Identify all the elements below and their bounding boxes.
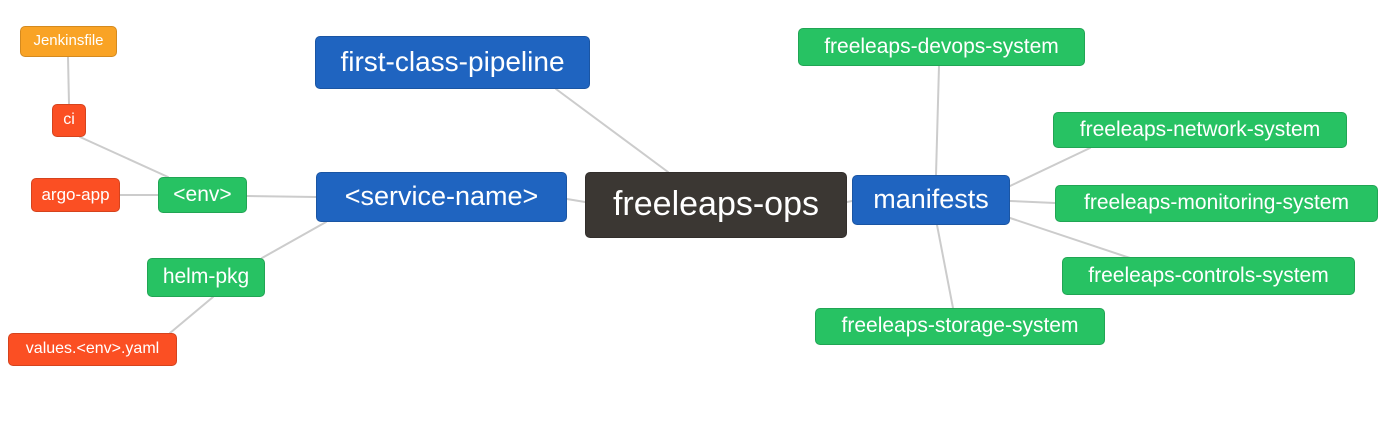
node-freeleaps-monitoring-system-label: freeleaps-monitoring-system bbox=[1084, 191, 1349, 214]
node-freeleaps-ops[interactable]: freeleaps-ops bbox=[585, 172, 847, 238]
node-service-name-label: <service-name> bbox=[344, 180, 539, 211]
edge-freeleaps-ops-to-manifests bbox=[846, 200, 853, 203]
node-helm-pkg-label: helm-pkg bbox=[162, 265, 250, 288]
node-service-name[interactable]: <service-name> bbox=[316, 172, 567, 222]
node-argo-app-label: argo-app bbox=[41, 184, 110, 204]
node-freeleaps-storage-system-label: freeleaps-storage-system bbox=[841, 314, 1079, 337]
node-freeleaps-devops-system-label: freeleaps-devops-system bbox=[824, 34, 1059, 58]
edge-ci-to-env bbox=[79, 136, 169, 178]
node-freeleaps-devops-system[interactable]: freeleaps-devops-system bbox=[798, 28, 1085, 66]
node-manifests[interactable]: manifests bbox=[852, 175, 1010, 225]
edge-values-env-yaml-to-helm-pkg bbox=[169, 296, 214, 334]
node-argo-app[interactable]: argo-app bbox=[31, 178, 120, 212]
edge-manifests-to-storage-system bbox=[936, 224, 954, 309]
node-ci[interactable]: ci bbox=[52, 104, 86, 137]
edge-first-class-pipeline-to-freeleaps-ops bbox=[555, 88, 669, 173]
edge-manifests-to-monitoring-system bbox=[1009, 200, 1056, 204]
node-freeleaps-controls-system-label: freeleaps-controls-system bbox=[1088, 263, 1329, 287]
edge-helm-pkg-to-service-name bbox=[261, 221, 327, 259]
node-first-class-pipeline-label: first-class-pipeline bbox=[340, 45, 565, 77]
node-values-env-yaml[interactable]: values.<env>.yaml bbox=[8, 333, 177, 366]
node-env[interactable]: <env> bbox=[158, 177, 247, 213]
node-first-class-pipeline[interactable]: first-class-pipeline bbox=[315, 36, 590, 89]
edge-jenkinsfile-to-ci bbox=[67, 56, 70, 105]
node-manifests-label: manifests bbox=[873, 183, 989, 214]
node-env-label: <env> bbox=[173, 182, 232, 206]
node-freeleaps-ops-label: freeleaps-ops bbox=[612, 185, 819, 223]
node-ci-label: ci bbox=[63, 110, 75, 128]
node-jenkinsfile-label: Jenkinsfile bbox=[33, 32, 104, 49]
edge-env-to-service-name bbox=[246, 195, 317, 198]
edge-manifests-to-network-system bbox=[1009, 147, 1091, 187]
node-freeleaps-monitoring-system[interactable]: freeleaps-monitoring-system bbox=[1055, 185, 1378, 222]
node-helm-pkg[interactable]: helm-pkg bbox=[147, 258, 265, 297]
edge-manifests-to-controls-system bbox=[1009, 217, 1131, 259]
node-freeleaps-storage-system[interactable]: freeleaps-storage-system bbox=[815, 308, 1105, 345]
edge-service-name-to-freeleaps-ops bbox=[566, 198, 586, 203]
node-freeleaps-network-system[interactable]: freeleaps-network-system bbox=[1053, 112, 1347, 148]
node-freeleaps-network-system-label: freeleaps-network-system bbox=[1079, 117, 1321, 141]
node-jenkinsfile[interactable]: Jenkinsfile bbox=[20, 26, 117, 57]
node-freeleaps-controls-system[interactable]: freeleaps-controls-system bbox=[1062, 257, 1355, 295]
edge-manifests-to-devops-system bbox=[935, 65, 940, 176]
node-values-env-yaml-label: values.<env>.yaml bbox=[25, 339, 160, 357]
